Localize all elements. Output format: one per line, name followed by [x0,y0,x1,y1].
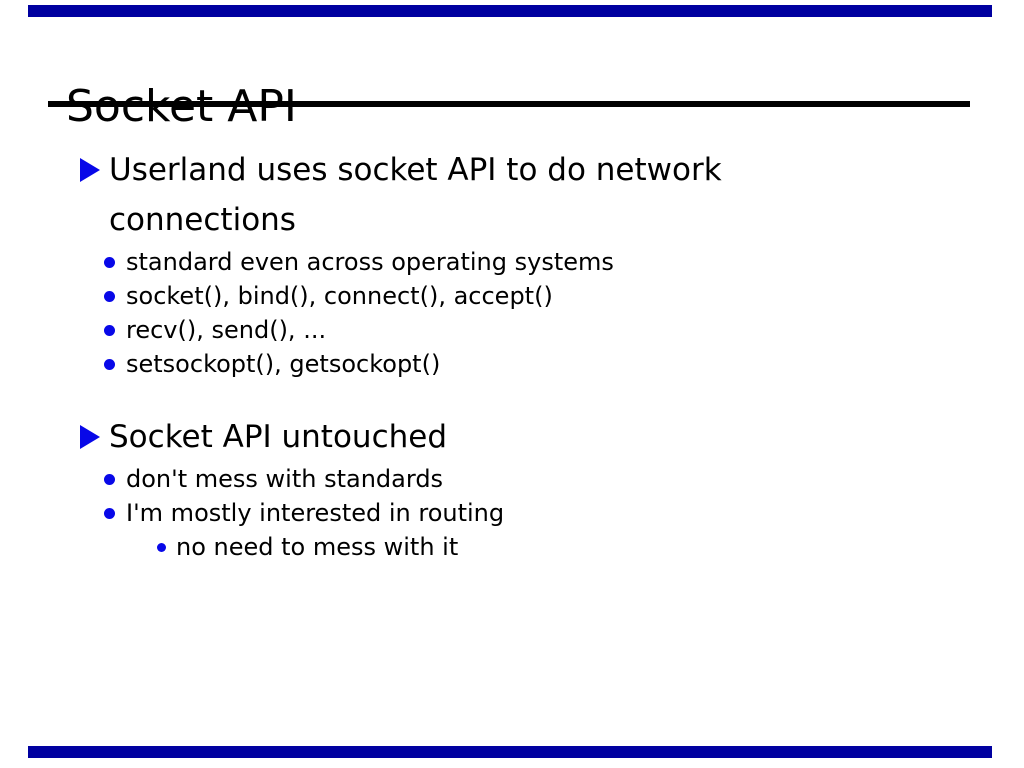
bullet-text: no need to mess with it [176,533,459,561]
bullet-text: Userland uses socket API to do network c… [109,152,722,238]
bullet-text: standard even across operating systems [126,248,614,276]
dot-bullet-icon [104,291,115,302]
dot-bullet-icon [104,359,115,370]
section-spacer [80,381,980,412]
dot-bullet-icon [157,543,166,552]
bullet-text: socket(), bind(), connect(), accept() [126,282,553,310]
bottom-decorative-bar [28,746,992,758]
bullet-item-level2: I'm mostly interested in routing [104,496,980,530]
bullet-text: I'm mostly interested in routing [126,499,505,527]
bullet-text: Socket API untouched [109,419,448,455]
dot-bullet-icon [104,474,115,485]
dot-bullet-icon [104,325,115,336]
triangle-bullet-icon [80,158,100,182]
bullet-text: setsockopt(), getsockopt() [126,350,441,378]
dot-bullet-icon [104,508,115,519]
bullet-text: recv(), send(), ... [126,316,327,344]
bullet-item-level1: Socket API untouched [80,412,980,462]
bullet-text: don't mess with standards [126,465,444,493]
bullet-item-level1: Userland uses socket API to do network c… [80,145,980,245]
dot-bullet-icon [104,257,115,268]
bullet-item-level2: setsockopt(), getsockopt() [104,347,980,381]
slide-title: Socket API [66,83,297,131]
bullet-item-level2: recv(), send(), ... [104,313,980,347]
bullet-item-level2: standard even across operating systems [104,245,980,279]
title-underline-rule [48,101,970,107]
slide-body: Userland uses socket API to do network c… [80,145,980,564]
top-decorative-bar [28,5,992,17]
triangle-bullet-icon [80,425,100,449]
bullet-item-level2: don't mess with standards [104,462,980,496]
bullet-item-level3: no need to mess with it [157,530,980,564]
bullet-item-level2: socket(), bind(), connect(), accept() [104,279,980,313]
